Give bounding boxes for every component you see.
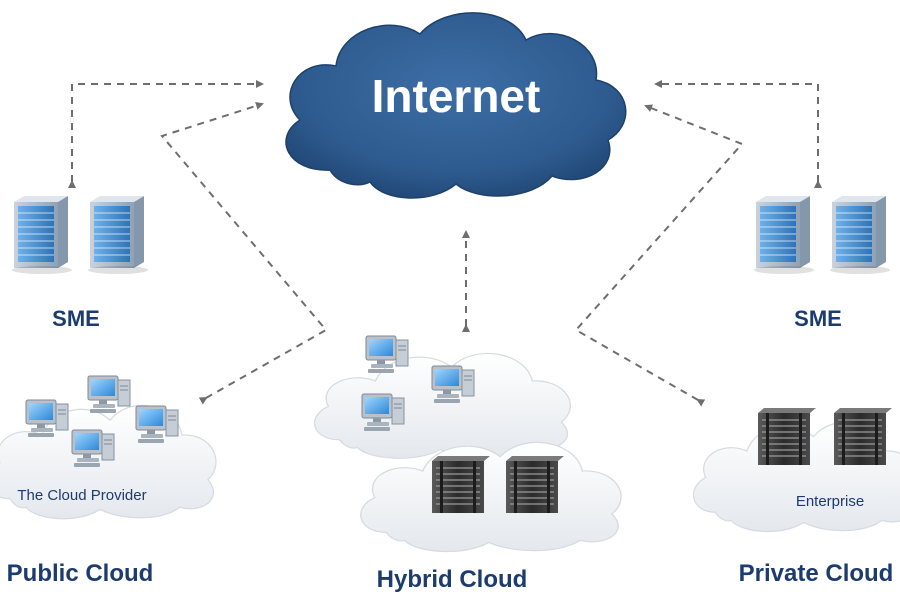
- public-cloud-inner-label: The Cloud Provider: [17, 487, 146, 504]
- dashed-arrow-icon: [654, 80, 822, 188]
- connectors: [68, 80, 822, 407]
- dark-server-rack-icon: [431, 455, 491, 514]
- internet-label: Internet: [372, 70, 541, 122]
- dark-server-rack-icon: [833, 407, 893, 466]
- internet-cloud: Internet: [285, 12, 627, 199]
- private-cloud: Enterprise Private Cloud: [692, 407, 900, 587]
- sme-left: SME: [11, 195, 149, 331]
- blue-server-rack-icon: [829, 195, 891, 275]
- dashed-arrow-icon: [160, 102, 328, 405]
- sme-right: SME: [753, 195, 891, 331]
- dark-server-rack-icon: [505, 455, 565, 514]
- hybrid-cloud-title: Hybrid Cloud: [377, 566, 528, 593]
- dark-server-rack-icon: [757, 407, 817, 466]
- dashed-arrow-icon: [574, 104, 744, 407]
- dashed-arrow-icon: [68, 80, 264, 188]
- blue-server-rack-icon: [753, 195, 815, 275]
- desktop-computer-icon: [87, 375, 131, 414]
- private-cloud-inner-label: Enterprise: [796, 493, 864, 510]
- private-cloud-title: Private Cloud: [739, 560, 894, 587]
- blue-server-rack-icon: [87, 195, 149, 275]
- blue-server-rack-icon: [11, 195, 73, 275]
- sme-left-label: SME: [52, 306, 100, 331]
- public-cloud-title: Public Cloud: [7, 560, 154, 587]
- sme-right-label: SME: [794, 306, 842, 331]
- public-cloud: The Cloud Provider Public Cloud: [0, 375, 217, 587]
- hybrid-cloud: Hybrid Cloud: [313, 335, 622, 593]
